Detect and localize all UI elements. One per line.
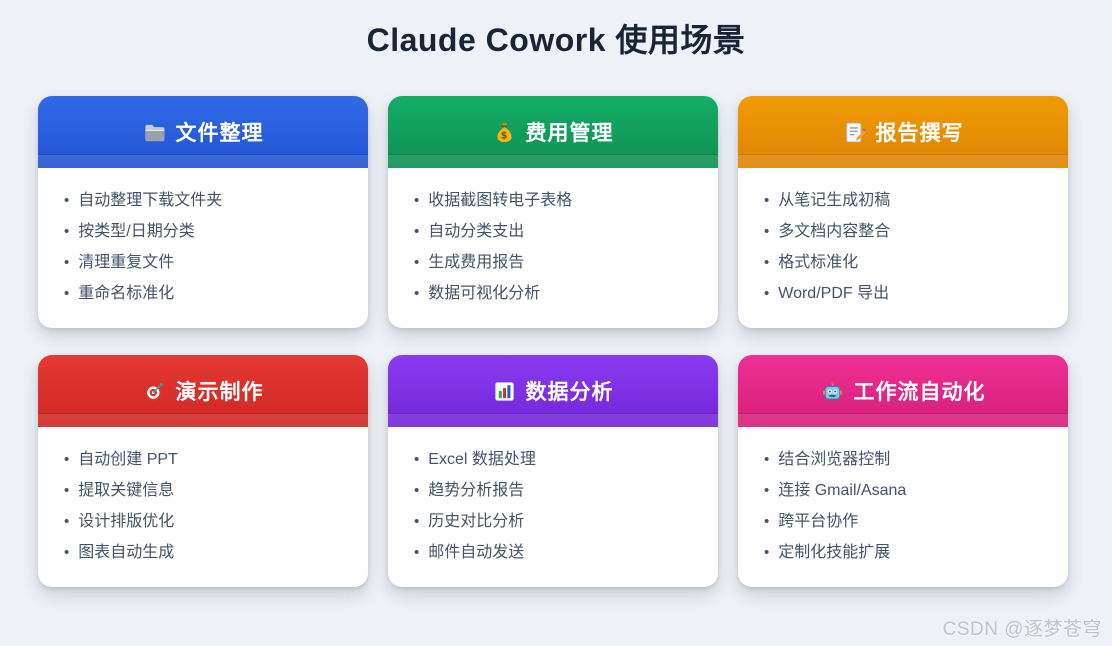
list-item: 邮件自动发送 (414, 537, 692, 568)
list-item: 设计排版优化 (64, 506, 342, 537)
cards-grid: 文件整理 自动整理下载文件夹按类型/日期分类清理重复文件重命名标准化 $ 费用管… (38, 96, 1112, 587)
card-header: 文件整理 (38, 96, 368, 168)
card-header: 工作流自动化 (738, 355, 1068, 427)
card-title: 费用管理 (525, 122, 614, 145)
card-title: 工作流自动化 (853, 381, 986, 404)
card-header: 数据分析 (388, 355, 718, 427)
bar-chart-icon (493, 380, 516, 403)
list-item: 定制化技能扩展 (764, 537, 1042, 568)
list-item: 数据可视化分析 (414, 278, 692, 309)
use-case-card: 工作流自动化 结合浏览器控制连接 Gmail/Asana跨平台协作定制化技能扩展 (738, 355, 1068, 587)
card-header: $ 费用管理 (388, 96, 718, 168)
list-item: Word/PDF 导出 (764, 278, 1042, 309)
use-case-card: $ 费用管理 收据截图转电子表格自动分类支出生成费用报告数据可视化分析 (388, 96, 718, 328)
watermark: CSDN @逐梦苍穹 (942, 619, 1102, 640)
list-item: 历史对比分析 (414, 506, 692, 537)
use-case-card: 文件整理 自动整理下载文件夹按类型/日期分类清理重复文件重命名标准化 (38, 96, 368, 328)
use-case-card: 数据分析 Excel 数据处理趋势分析报告历史对比分析邮件自动发送 (388, 355, 718, 587)
list-item: 图表自动生成 (64, 537, 342, 568)
list-item: 跨平台协作 (764, 506, 1042, 537)
card-body: 自动创建 PPT提取关键信息设计排版优化图表自动生成 (38, 427, 368, 587)
card-feature-list: 从笔记生成初稿多文档内容整合格式标准化Word/PDF 导出 (764, 185, 1042, 309)
card-body: 收据截图转电子表格自动分类支出生成费用报告数据可视化分析 (388, 168, 718, 328)
list-item: 自动分类支出 (414, 216, 692, 247)
card-body: 自动整理下载文件夹按类型/日期分类清理重复文件重命名标准化 (38, 168, 368, 328)
card-header: 报告撰写 (738, 96, 1068, 168)
card-body: 结合浏览器控制连接 Gmail/Asana跨平台协作定制化技能扩展 (738, 427, 1068, 587)
memo-icon (843, 121, 866, 144)
list-item: 结合浏览器控制 (764, 444, 1042, 475)
card-feature-list: 收据截图转电子表格自动分类支出生成费用报告数据可视化分析 (414, 185, 692, 309)
card-feature-list: 结合浏览器控制连接 Gmail/Asana跨平台协作定制化技能扩展 (764, 444, 1042, 568)
list-item: 自动整理下载文件夹 (64, 185, 342, 216)
use-case-card: 报告撰写 从笔记生成初稿多文档内容整合格式标准化Word/PDF 导出 (738, 96, 1068, 328)
list-item: 趋势分析报告 (414, 475, 692, 506)
list-item: 按类型/日期分类 (64, 216, 342, 247)
list-item: 提取关键信息 (64, 475, 342, 506)
money-bag-icon: $ (493, 121, 516, 144)
card-title: 数据分析 (525, 381, 614, 404)
card-title: 报告撰写 (875, 122, 964, 145)
dart-icon (143, 380, 166, 403)
card-title: 文件整理 (175, 122, 264, 145)
card-title: 演示制作 (175, 381, 264, 404)
list-item: Excel 数据处理 (414, 444, 692, 475)
svg-text:$: $ (500, 130, 508, 141)
card-feature-list: Excel 数据处理趋势分析报告历史对比分析邮件自动发送 (414, 444, 692, 568)
page-title: Claude Cowork 使用场景 (366, 22, 746, 58)
card-feature-list: 自动创建 PPT提取关键信息设计排版优化图表自动生成 (64, 444, 342, 568)
card-body: Excel 数据处理趋势分析报告历史对比分析邮件自动发送 (388, 427, 718, 587)
list-item: 自动创建 PPT (64, 444, 342, 475)
list-item: 生成费用报告 (414, 247, 692, 278)
use-case-card: 演示制作 自动创建 PPT提取关键信息设计排版优化图表自动生成 (38, 355, 368, 587)
list-item: 连接 Gmail/Asana (764, 475, 1042, 506)
list-item: 收据截图转电子表格 (414, 185, 692, 216)
list-item: 清理重复文件 (64, 247, 342, 278)
list-item: 多文档内容整合 (764, 216, 1042, 247)
card-feature-list: 自动整理下载文件夹按类型/日期分类清理重复文件重命名标准化 (64, 185, 342, 309)
card-body: 从笔记生成初稿多文档内容整合格式标准化Word/PDF 导出 (738, 168, 1068, 328)
list-item: 重命名标准化 (64, 278, 342, 309)
robot-icon (821, 380, 844, 403)
list-item: 从笔记生成初稿 (764, 185, 1042, 216)
list-item: 格式标准化 (764, 247, 1042, 278)
card-header: 演示制作 (38, 355, 368, 427)
folder-icon (143, 121, 166, 144)
